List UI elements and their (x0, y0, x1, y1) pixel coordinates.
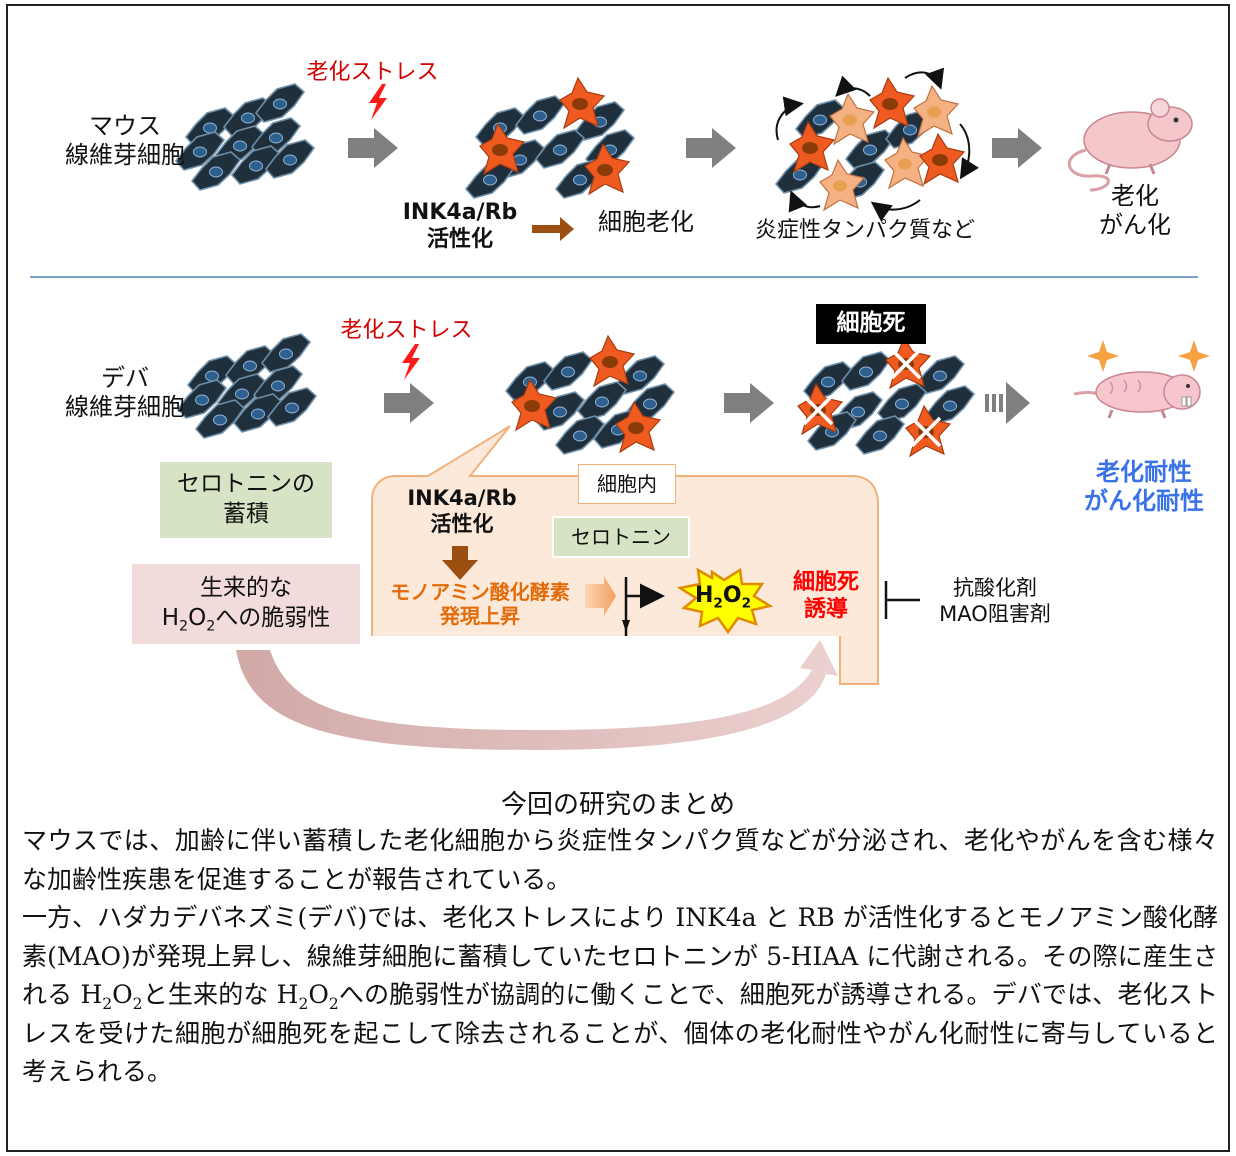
nmr-label-line2: 線維芽細胞 (65, 393, 185, 422)
flow-arrow-icon (992, 128, 1042, 168)
dashed-arrow-icon (985, 382, 1030, 424)
nmr-ink4a-rb-label: INK4a/Rb 活性化 (392, 486, 532, 537)
stress-bolt-icon (402, 344, 420, 380)
flow-arrow-icon (724, 383, 774, 423)
serotonin-box: セロトニン (552, 516, 690, 558)
stress-bolt-icon (369, 84, 387, 120)
sparkle-icon (1087, 340, 1119, 372)
inhibitor-label: 抗酸化剤 MAO阻害剤 (920, 576, 1070, 627)
naked-mole-rat-icon (1073, 371, 1201, 419)
mouse-outcome: 老化 がん化 (1080, 182, 1190, 241)
dead-cell-cluster (798, 338, 975, 456)
activation-arrow-icon (532, 217, 574, 241)
nmr-outcome-line1: 老化耐性 (1096, 458, 1192, 486)
down-arrow-icon (442, 546, 478, 580)
intracellular-label: 細胞内 (578, 464, 676, 504)
nmr-label: デバ 線維芽細胞 (40, 364, 210, 423)
h2o2-label: H2O2 (694, 583, 752, 612)
serotonin-box-line1: セロトニンの (177, 471, 315, 498)
flow-arrow-icon (348, 128, 398, 168)
mao-arrow-icon (585, 576, 616, 616)
ink-line1: INK4a/Rb (402, 200, 518, 225)
down-tick-icon (622, 620, 630, 632)
nmr-outcome: 老化耐性 がん化耐性 (1064, 458, 1224, 517)
senescent-cell-cluster (465, 77, 635, 199)
summary-paragraph-2: 一方、ハダカデバネズミ(デバ)では、老化ストレスにより INK4a と RB が… (22, 903, 1218, 1086)
cell-death-badge-bg (816, 304, 926, 344)
mao-line1: モノアミン酸化酵素 (390, 580, 570, 604)
death-line1: 細胞死 (792, 570, 859, 595)
nmr-senescent-cluster (505, 335, 675, 455)
mouse-label: マウス 線維芽細胞 (40, 112, 210, 171)
stress-label: 老化ストレス (306, 60, 439, 85)
mouse-outcome-line1: 老化 (1111, 182, 1159, 210)
summary-title: 今回の研究のまとめ (500, 790, 735, 820)
mouse-label-line2: 線維芽細胞 (65, 141, 185, 170)
cell-senescence-label: 細胞老化 (598, 208, 694, 236)
inflammatory-label: 炎症性タンパク質など (754, 218, 975, 243)
mouse-label-line1: マウス (89, 112, 161, 140)
stress-label: 老化ストレス (340, 318, 473, 343)
death-line2: 誘導 (803, 596, 848, 622)
serotonin-accumulation-box: セロトニンの 蓄積 (160, 462, 332, 538)
mao-line2: 発現上昇 (440, 604, 520, 629)
serotonin-box-line2: 蓄積 (223, 501, 269, 527)
cell-death-badge: 細胞死 (836, 310, 906, 337)
sparkle-icon (1178, 340, 1210, 372)
ink4a-rb-label: INK4a/Rb 活性化 (400, 200, 520, 254)
cell-death-induction-label: 細胞死 誘導 (776, 570, 876, 624)
h2o2-vulnerability-box: 生来的な H2O2への脆弱性 (132, 564, 360, 644)
mao-label: モノアミン酸化酵素 発現上昇 (374, 580, 586, 629)
vuln-line1: 生来的な (200, 575, 292, 602)
inhibitor-line1: 抗酸化剤 (953, 576, 1037, 600)
h2o2-burst-icon (676, 567, 774, 635)
flow-arrow-icon (686, 128, 736, 168)
nmr-outcome-line2: がん化耐性 (1084, 487, 1204, 516)
nmr-label-line1: デバ (101, 364, 149, 392)
nmr-ink-line1: INK4a/Rb (407, 486, 517, 510)
vuln-line2: H2O2への脆弱性 (161, 605, 331, 635)
inflammatory-cell-cluster (775, 67, 979, 222)
inhibitor-line2: MAO阻害剤 (939, 601, 1051, 626)
summary-body: マウスでは、加齢に伴い蓄積した老化細胞から炎症性タンパク質などが分泌され、老化や… (22, 822, 1218, 1092)
figure-frame (6, 4, 1230, 1152)
flow-arrow-icon (384, 383, 434, 423)
mouse-icon (1067, 98, 1193, 192)
summary-paragraph-1: マウスでは、加齢に伴い蓄積した老化細胞から炎症性タンパク質などが分泌され、老化や… (22, 826, 1218, 894)
curved-arrow-icon (236, 640, 838, 750)
nmr-ink-line2: 活性化 (430, 511, 494, 536)
ink-line2: 活性化 (426, 226, 493, 252)
mouse-outcome-line2: がん化 (1099, 211, 1171, 240)
